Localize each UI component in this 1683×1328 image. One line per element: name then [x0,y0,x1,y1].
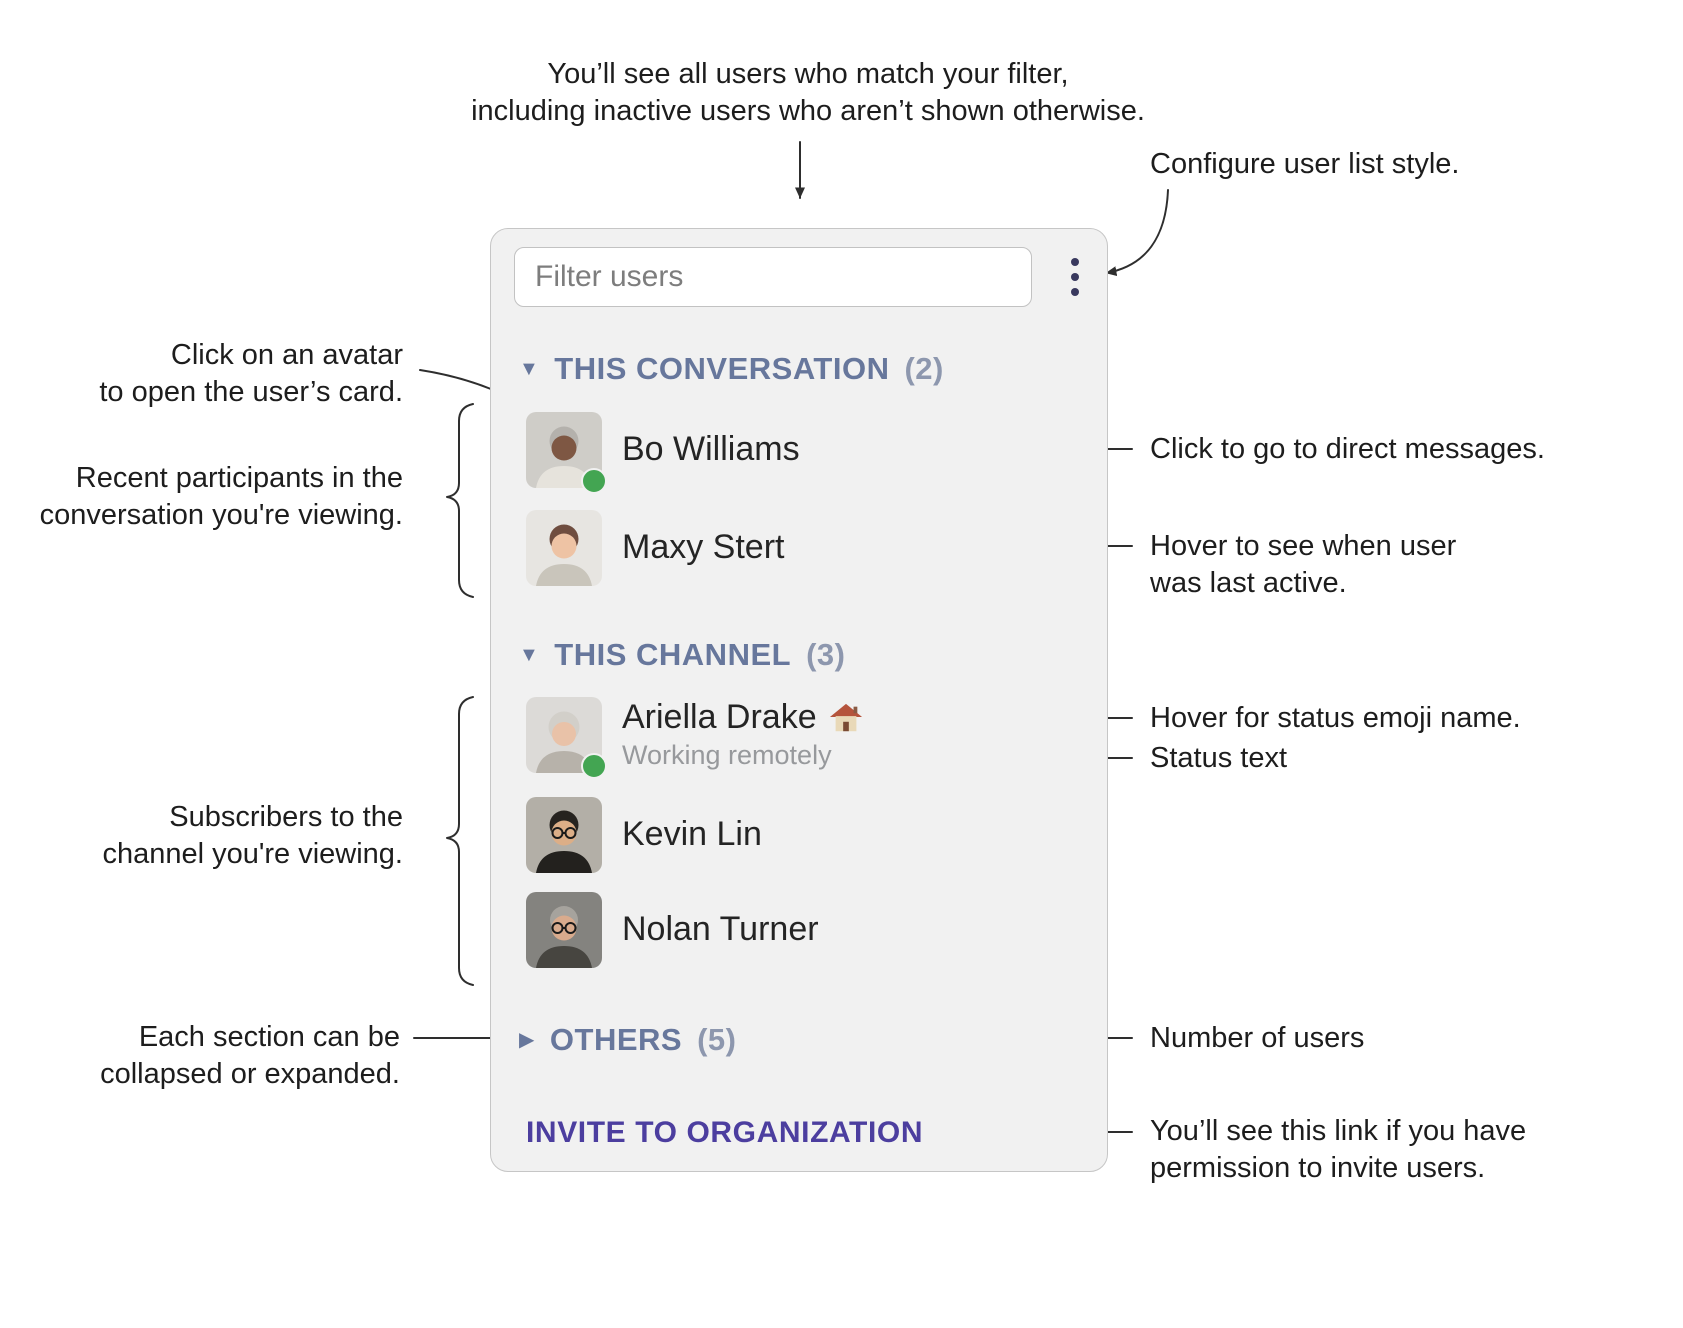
user-row: Maxy Stert [526,509,784,586]
user-text: Ariella Drake Working remotely [622,698,863,771]
section-count: (5) [697,1022,737,1057]
subscribers-note: Subscribers to the channel you're viewin… [102,801,403,870]
user-name[interactable]: Kevin Lin [622,815,762,853]
presence-online-dot [581,467,607,494]
avatar[interactable] [526,796,602,873]
kebab-dot [1071,258,1079,266]
user-name[interactable]: Nolan Turner [622,910,819,948]
user-row: Bo Williams [526,411,800,494]
brace-participants [446,403,474,598]
collapse-note: Each section can be collapsed or expande… [100,1021,400,1090]
user-row: Ariella Drake Working remotely [526,696,863,779]
avatar[interactable] [526,696,607,779]
status-emoji-note: Hover for status emoji name. [1150,702,1521,734]
avatar-note: Click on an avatar to open the user’s ca… [99,339,403,408]
avatar[interactable] [526,509,602,586]
section-this-channel[interactable]: ▼ THIS CHANNEL (3) [519,633,845,677]
avatar-photo [526,509,602,586]
avatar-photo [526,891,602,968]
section-others[interactable]: ▶ OTHERS (5) [519,1018,736,1062]
user-status-text: Working remotely [622,740,832,770]
section-label: OTHERS [549,1022,683,1057]
house-status-emoji-icon[interactable] [829,701,863,735]
caret-down-icon: ▼ [519,358,540,380]
user-name[interactable]: Bo Williams [622,430,800,468]
configure-note: Configure user list style. [1150,148,1460,180]
user-list-panel: ▼ THIS CONVERSATION (2) Bo Williams [490,228,1108,1172]
user-name[interactable]: Ariella Drake [622,698,817,736]
section-count: (3) [806,637,846,672]
section-this-conversation[interactable]: ▼ THIS CONVERSATION (2) [519,347,944,391]
status-text-note: Status text [1150,742,1288,774]
filter-note: You’ll see all users who match your filt… [471,58,1145,127]
dm-note: Click to go to direct messages. [1150,433,1545,465]
arrow-configure-note [1105,189,1169,277]
participants-note: Recent participants in the conversation … [39,462,403,531]
avatar[interactable] [526,891,602,968]
avatar-photo [526,796,602,873]
kebab-dot [1071,288,1079,296]
kebab-dot [1071,273,1079,281]
invite-to-organization-link[interactable]: INVITE TO ORGANIZATION [526,1116,924,1149]
filter-users-input[interactable] [514,247,1032,307]
caret-down-icon: ▼ [519,644,540,666]
avatar[interactable] [526,411,607,494]
user-name[interactable]: Maxy Stert [622,528,785,566]
caret-right-icon: ▶ [519,1029,535,1051]
section-count: (2) [904,351,944,386]
section-label: THIS CHANNEL [554,637,792,672]
brace-subscribers [446,696,474,986]
user-row: Nolan Turner [526,891,819,968]
section-label: THIS CONVERSATION [554,351,890,386]
count-note: Number of users [1150,1022,1365,1054]
presence-online-dot [581,752,607,779]
user-list-kebab-menu-icon[interactable] [1057,251,1093,303]
invite-note: You’ll see this link if you have permiss… [1150,1115,1527,1184]
user-row: Kevin Lin [526,796,762,873]
last-active-note: Hover to see when user was last active. [1150,530,1457,599]
